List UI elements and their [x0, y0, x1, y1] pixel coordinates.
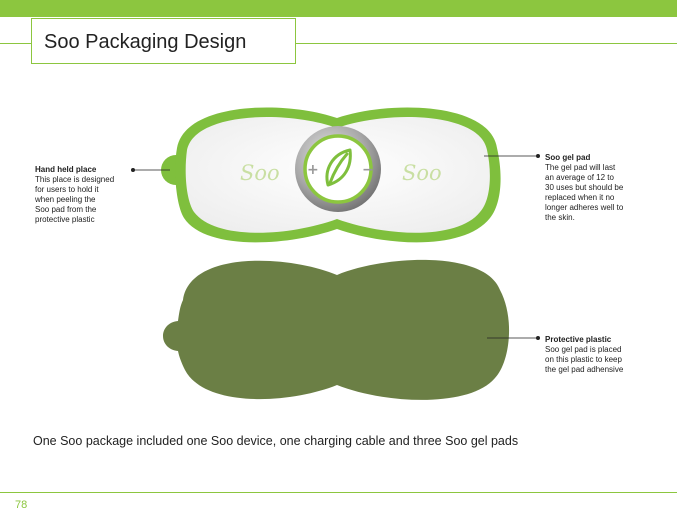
annotation-hand-held-body: This place is designed for users to hold…: [35, 175, 115, 224]
top-accent-bar: [0, 0, 677, 17]
protective-plastic-shape: [163, 259, 510, 400]
brand-logo-right: Soo: [402, 161, 442, 185]
annotation-hand-held: Hand held place This place is designed f…: [35, 165, 131, 225]
leaf-icon: [325, 148, 352, 187]
annotation-gel-pad: Soo gel pad The gel pad will last an ave…: [545, 153, 655, 223]
page-number: 78: [15, 499, 28, 511]
annotation-hand-held-heading: Hand held place: [35, 165, 97, 174]
title-rule-right: [296, 43, 677, 44]
footer-rule: [0, 492, 677, 493]
annotation-protective-plastic: Protective plastic Soo gel pad is placed…: [545, 335, 655, 375]
minus-icon: −: [362, 162, 374, 178]
plus-icon: +: [307, 162, 319, 178]
title-rule-left: [0, 43, 31, 44]
annotation-gel-pad-body: The gel pad will last an average of 12 t…: [545, 163, 624, 222]
annotation-protective-plastic-heading: Protective plastic: [545, 335, 612, 344]
package-caption: One Soo package included one Soo device,…: [33, 434, 519, 448]
leader-hand-held-dot: [131, 168, 135, 172]
leader-gel-pad-dot: [536, 154, 540, 158]
annotation-gel-pad-heading: Soo gel pad: [545, 153, 591, 162]
leader-protective-plastic-dot: [536, 336, 540, 340]
annotation-protective-plastic-body: Soo gel pad is placed on this plastic to…: [545, 345, 624, 374]
brand-logo-left: Soo: [240, 161, 280, 185]
title-box: Soo Packaging Design: [31, 18, 296, 64]
page-title: Soo Packaging Design: [44, 31, 247, 53]
